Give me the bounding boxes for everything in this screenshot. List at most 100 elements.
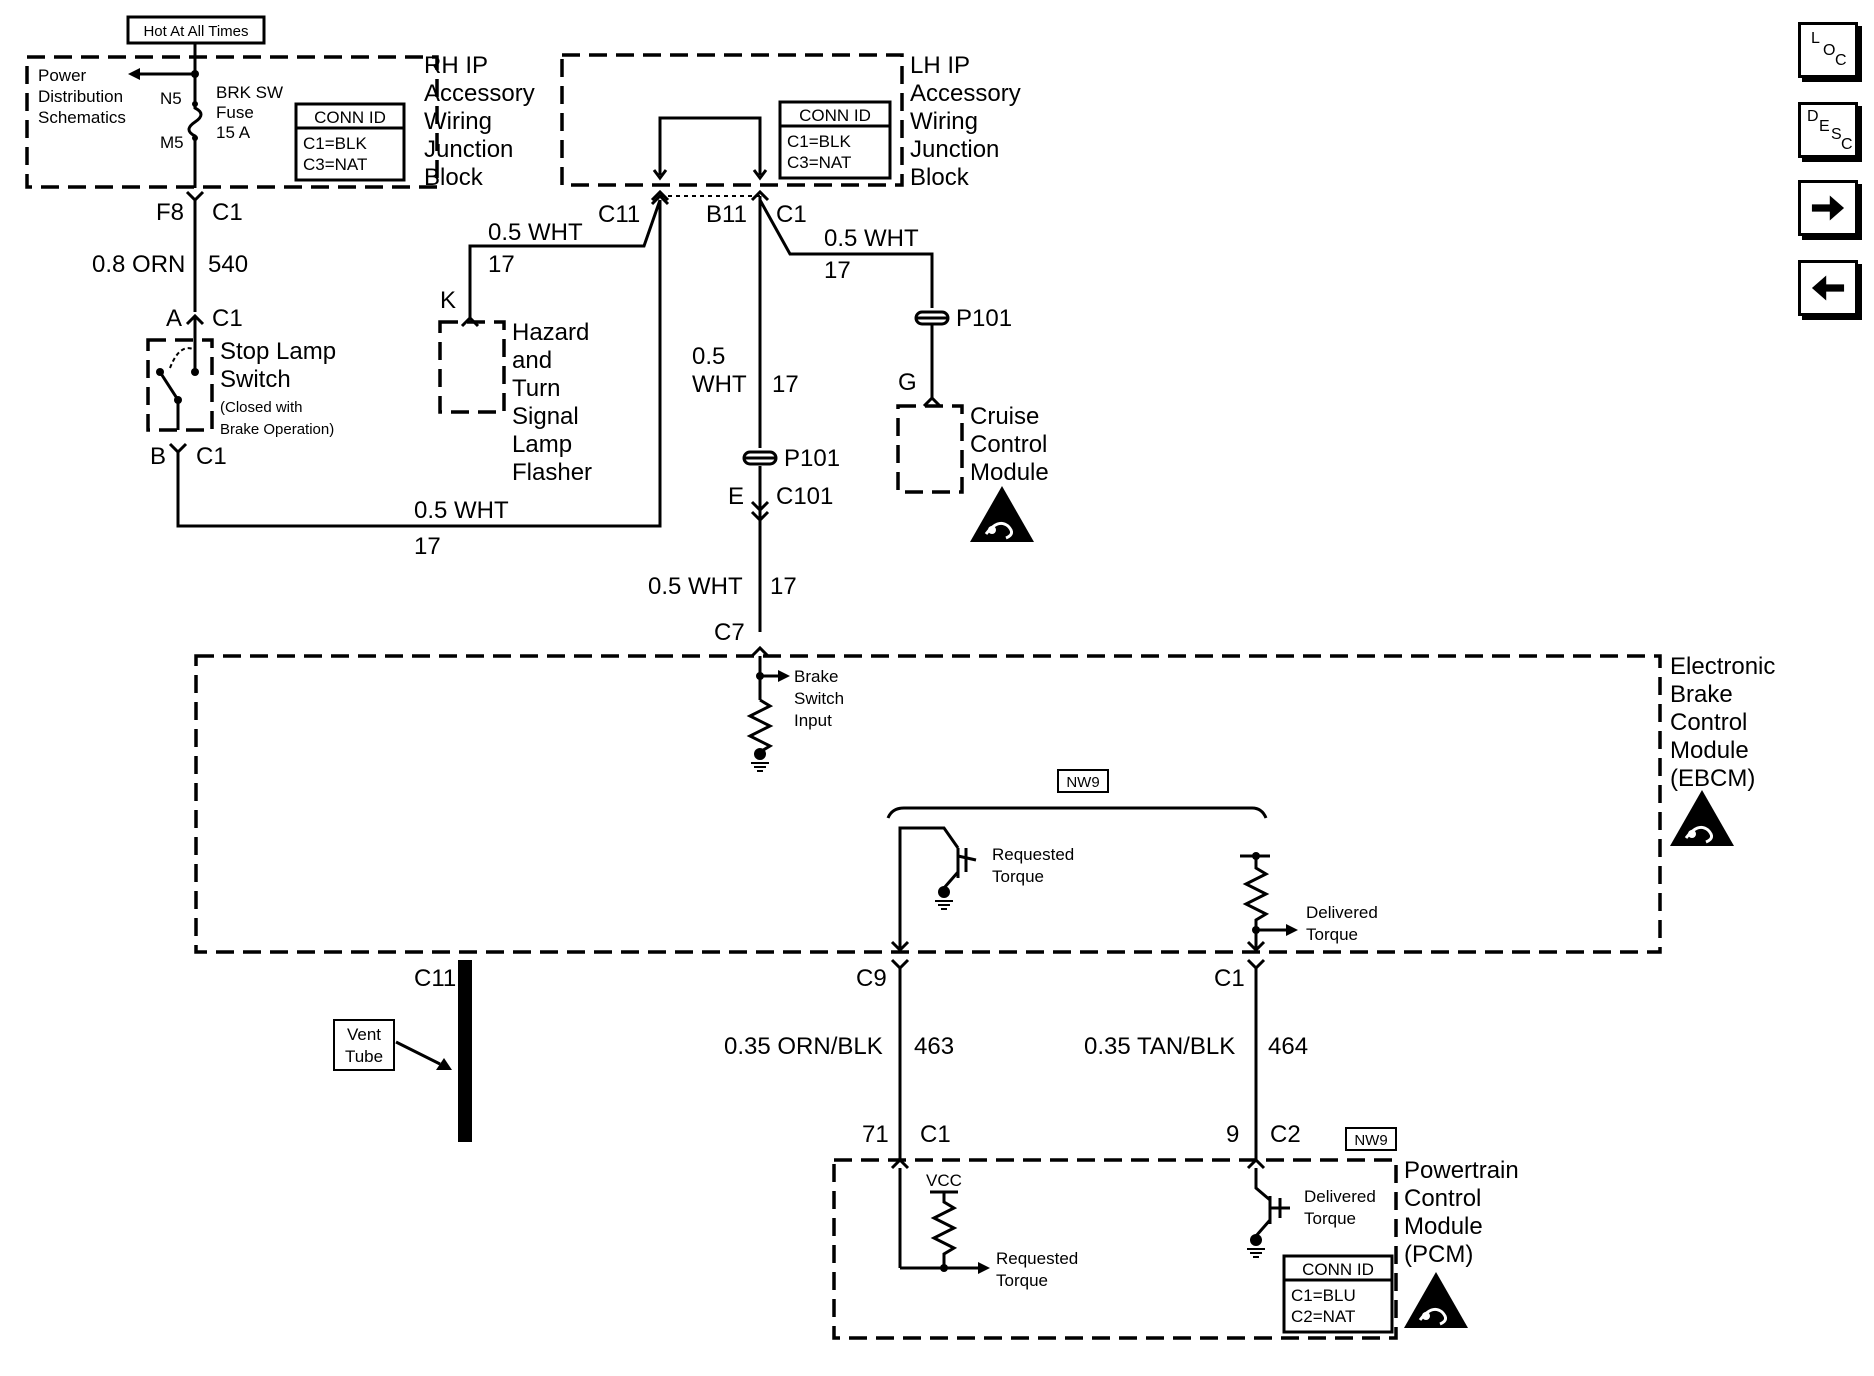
pcm-box bbox=[832, 1158, 1398, 1340]
pcm-conn-id-1: C1=BLU bbox=[1291, 1286, 1356, 1305]
wire-tan-blk: 0.35 TAN/BLK bbox=[1084, 1033, 1235, 1060]
power-distribution-1: Power bbox=[38, 66, 87, 85]
wire-wht-hazard: 0.5 WHT bbox=[488, 219, 583, 246]
hazard-label-2: and bbox=[512, 347, 552, 374]
conn-c1-f8: C1 bbox=[212, 199, 243, 226]
vcc-label: VCC bbox=[926, 1171, 962, 1190]
delivered-torque-pcm-2: Torque bbox=[1304, 1209, 1356, 1228]
splice-p101-main-label: P101 bbox=[784, 445, 840, 472]
rh-block-title-2: Accessory bbox=[424, 80, 535, 107]
rh-block-title-3: Wiring bbox=[424, 108, 492, 135]
requested-torque-ebcm-2: Torque bbox=[992, 867, 1044, 886]
resistor-icon bbox=[1242, 856, 1270, 950]
fuse-m5-label: M5 bbox=[160, 133, 184, 152]
desc-label-s: S bbox=[1831, 126, 1842, 143]
hazard-label-4: Signal bbox=[512, 403, 579, 430]
pcm-label-1: Powertrain bbox=[1404, 1157, 1519, 1184]
rh-conn-id-1: C1=BLK bbox=[303, 134, 367, 153]
vent-tube-bar bbox=[458, 960, 472, 1142]
vent-tube-label-2: Tube bbox=[345, 1047, 383, 1066]
conn-c101: C101 bbox=[776, 483, 833, 510]
esd-sensitive-icon bbox=[968, 484, 1036, 544]
arrow-right-small-icon bbox=[978, 1262, 990, 1274]
lh-ip-junction-block bbox=[560, 53, 904, 187]
pin-k: K bbox=[440, 287, 456, 314]
pcm-label-2: Control bbox=[1404, 1185, 1481, 1212]
lh-block-title-1: LH IP bbox=[910, 52, 970, 79]
wire-wht-main-a: 0.5 bbox=[692, 343, 725, 370]
splice-p101-cruise-label: P101 bbox=[956, 305, 1012, 332]
resistor-icon bbox=[746, 698, 774, 754]
conn-c1-b11: C1 bbox=[776, 201, 807, 228]
pcm-label-3: Module bbox=[1404, 1213, 1483, 1240]
ground-icon bbox=[1246, 1233, 1266, 1258]
stop-lamp-label-2: Switch bbox=[220, 366, 291, 393]
cruise-label-1: Cruise bbox=[970, 403, 1039, 430]
desc-label-e: E bbox=[1819, 118, 1830, 135]
delivered-torque-pcm-1: Delivered bbox=[1304, 1187, 1376, 1206]
conn-c1-b: C1 bbox=[196, 443, 227, 470]
desc-button[interactable]: D E S C bbox=[1798, 102, 1858, 158]
requested-torque-pcm-1: Requested bbox=[996, 1249, 1078, 1268]
prev-button[interactable] bbox=[1798, 260, 1858, 316]
conn-c9: C9 bbox=[856, 965, 887, 992]
wire-orn-blk: 0.35 ORN/BLK bbox=[724, 1033, 883, 1060]
brake-input-2: Switch bbox=[794, 689, 844, 708]
ground-icon bbox=[934, 885, 954, 910]
circuit-17-cruise: 17 bbox=[824, 257, 851, 284]
brake-input-3: Input bbox=[794, 711, 832, 730]
stop-lamp-note-2: Brake Operation) bbox=[220, 421, 334, 438]
loc-button[interactable]: L O C bbox=[1798, 22, 1858, 78]
hazard-flasher-box bbox=[438, 320, 506, 414]
rh-conn-id-header: CONN ID bbox=[314, 108, 386, 127]
esd-sensitive-icon bbox=[1668, 788, 1736, 848]
pin-71: 71 bbox=[862, 1121, 889, 1148]
rh-conn-id-2: C3=NAT bbox=[303, 155, 367, 174]
fuse-name-2: Fuse bbox=[216, 103, 254, 122]
desc-label-d: D bbox=[1807, 108, 1819, 125]
lh-conn-id-box bbox=[778, 100, 892, 180]
desc-label-c: C bbox=[1841, 136, 1853, 153]
pcm-label-4: (PCM) bbox=[1404, 1241, 1473, 1268]
wire-wht-lower: 0.5 WHT bbox=[648, 573, 743, 600]
requested-torque-pcm-2: Torque bbox=[996, 1271, 1048, 1290]
ebcm-label-1: Electronic bbox=[1670, 653, 1775, 680]
pin-e: E bbox=[728, 483, 744, 510]
conn-c1-a: C1 bbox=[212, 305, 243, 332]
ebcm-label-2: Brake bbox=[1670, 681, 1733, 708]
wire-wht-cruise: 0.5 WHT bbox=[824, 225, 919, 252]
lh-block-title-5: Block bbox=[910, 164, 970, 191]
rh-block-title-4: Junction bbox=[424, 136, 513, 163]
rh-conn-id-box bbox=[294, 102, 406, 182]
loc-label-l: L bbox=[1811, 30, 1820, 47]
hazard-label-6: Flasher bbox=[512, 459, 592, 486]
arrow-right-small-icon bbox=[1286, 924, 1298, 936]
lh-block-title-4: Junction bbox=[910, 136, 999, 163]
circuit-464: 464 bbox=[1268, 1033, 1308, 1060]
nw9-badge-ebcm bbox=[1057, 769, 1109, 793]
conn-b11: B11 bbox=[706, 201, 747, 228]
wire-wht-main-b: WHT bbox=[692, 371, 747, 398]
fuse-n5-label: N5 bbox=[160, 89, 182, 108]
nw9-label-pcm: NW9 bbox=[1354, 1132, 1387, 1149]
cruise-label-3: Module bbox=[970, 459, 1049, 486]
hazard-label-5: Lamp bbox=[512, 431, 572, 458]
arrow-left-small-icon bbox=[128, 68, 140, 80]
hazard-label-3: Turn bbox=[512, 375, 560, 402]
pcm-conn-id-2: C2=NAT bbox=[1291, 1307, 1355, 1326]
pin-b: B bbox=[150, 443, 166, 470]
delivered-torque-ebcm-1: Delivered bbox=[1306, 903, 1378, 922]
hot-at-all-times-label: Hot At All Times bbox=[143, 23, 248, 40]
vent-tube-box bbox=[333, 1019, 395, 1071]
lh-block-title-2: Accessory bbox=[910, 80, 1021, 107]
next-button[interactable] bbox=[1798, 180, 1858, 236]
cruise-control-box bbox=[896, 404, 964, 494]
stop-lamp-note-1: (Closed with bbox=[220, 399, 303, 416]
nw9-label-ebcm: NW9 bbox=[1066, 774, 1099, 791]
requested-torque-ebcm-1: Requested bbox=[992, 845, 1074, 864]
circuit-17-lower: 17 bbox=[770, 573, 797, 600]
pin-9: 9 bbox=[1226, 1121, 1239, 1148]
fuse-icon bbox=[187, 90, 203, 188]
wire-wht-bottom: 0.5 WHT bbox=[414, 497, 509, 524]
lh-conn-id-header: CONN ID bbox=[799, 106, 871, 125]
